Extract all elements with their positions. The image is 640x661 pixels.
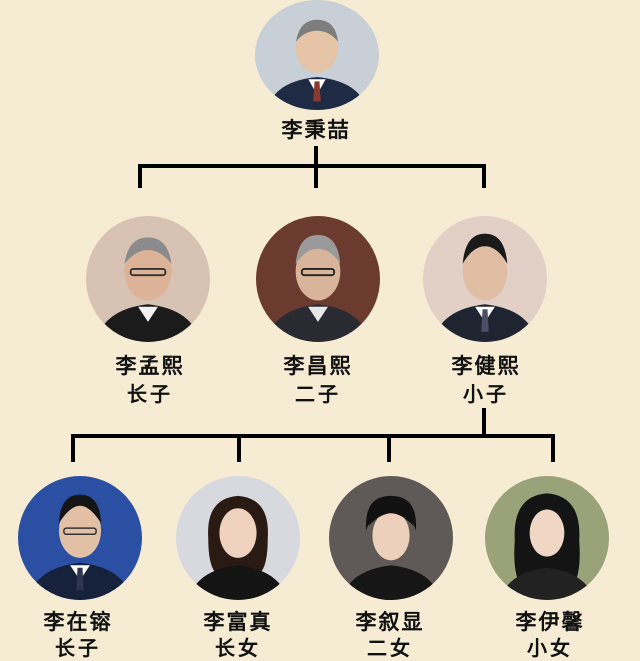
son-1-name: 李孟熙 xyxy=(115,354,185,378)
son-2-role: 二子 xyxy=(295,382,341,406)
grandchild-2-name: 李富真 xyxy=(203,610,273,634)
grandchild-1-role: 长子 xyxy=(55,636,101,660)
grandchild-2-portrait xyxy=(176,476,300,600)
son-1-role: 长子 xyxy=(127,382,173,406)
son-1-portrait xyxy=(86,216,210,342)
grandchild-1-name: 李在镕 xyxy=(43,610,113,634)
grandchild-2-role: 长女 xyxy=(215,636,261,660)
grandchild-4-role: 小女 xyxy=(527,636,573,660)
son-2-name: 李昌熙 xyxy=(283,354,353,378)
son-3-name: 李健熙 xyxy=(451,354,521,378)
family-tree-connectors xyxy=(71,146,555,462)
grandchild-3-role: 二女 xyxy=(367,636,413,660)
founder-portrait xyxy=(255,0,379,110)
founder-name: 李秉喆 xyxy=(281,118,351,142)
son-3-portrait xyxy=(423,216,547,342)
grandchild-4-portrait xyxy=(485,476,609,600)
grandchild-1-portrait xyxy=(18,476,142,600)
grandchild-4-name: 李伊馨 xyxy=(515,610,585,634)
grandchild-3-portrait xyxy=(329,476,453,600)
grandchild-3-name: 李叙显 xyxy=(355,610,425,634)
son-3-role: 小子 xyxy=(463,382,509,406)
son-2-portrait xyxy=(256,216,380,342)
